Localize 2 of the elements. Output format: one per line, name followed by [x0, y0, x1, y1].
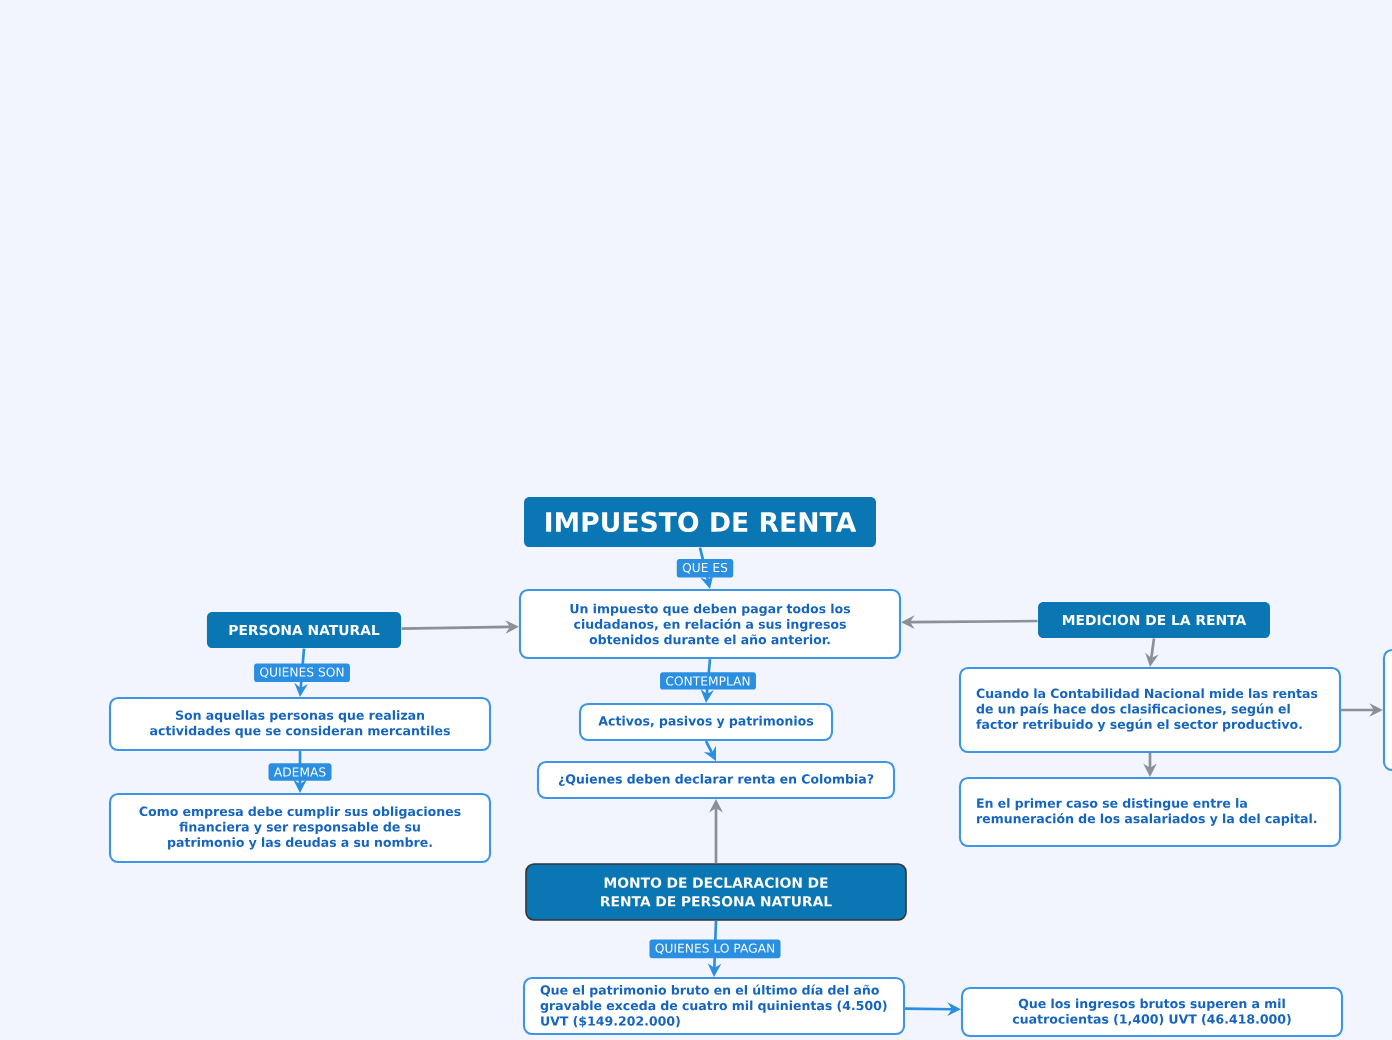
title-box: IMPUESTO DE RENTA [524, 496, 876, 548]
concept-box [1382, 648, 1392, 772]
